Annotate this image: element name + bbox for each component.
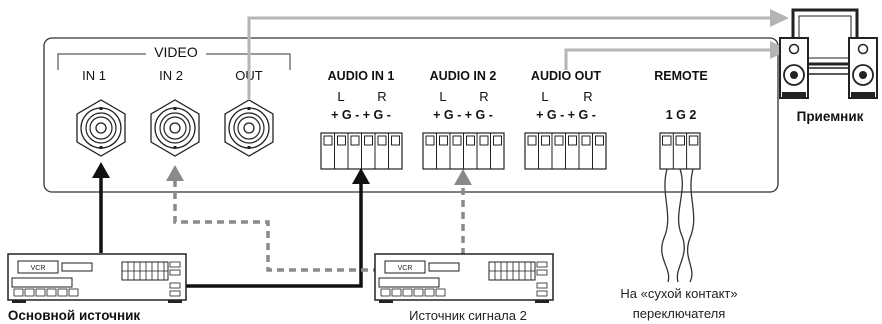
audio-in2-title: AUDIO IN 2 (430, 69, 497, 83)
audio-out-title: AUDIO OUT (531, 69, 602, 83)
audio-out-terminal[interactable] (524, 132, 607, 170)
remote-pins-label: 1 G 2 (666, 108, 697, 122)
audio-in1-title: AUDIO IN 1 (328, 69, 395, 83)
main-source-label: Основной источник (8, 308, 141, 323)
audio-in2-left-label: L (439, 89, 446, 104)
main-source-audio-cable (186, 168, 370, 288)
audio-in2-pins-label: + G - + G - (433, 108, 493, 122)
audio-in1-right-label: R (377, 89, 386, 104)
main-vcr-device: VCR (7, 253, 187, 303)
source2-vcr-device: VCR (374, 253, 554, 303)
audio-out-block: AUDIO OUT L R + G - + G - (524, 69, 607, 170)
audio-out-right-label: R (583, 89, 592, 104)
audio-in1-pins-label: + G - + G - (331, 108, 391, 122)
video-out-cable (247, 9, 789, 100)
remote-terminal[interactable] (659, 132, 701, 170)
video-group-label: VIDEO (154, 44, 198, 60)
receiver-label: Приемник (797, 109, 864, 124)
right-speaker-icon (848, 37, 878, 99)
bnc-in1-connector[interactable] (76, 99, 126, 157)
switch-caption-line1: На «сухой контакт» (620, 286, 737, 301)
main-vcr-badge: VCR (31, 265, 46, 272)
audio-out-left-label: L (541, 89, 548, 104)
remote-title: REMOTE (654, 69, 707, 83)
switch-caption-line2: переключателя (633, 306, 726, 321)
audio-in2-terminal[interactable] (422, 132, 505, 170)
receiver-device: Приемник (779, 8, 878, 124)
audio-in1-block: AUDIO IN 1 L R + G - + G - (320, 69, 403, 170)
source2-audio-cable (454, 169, 472, 255)
video-in1-label: IN 1 (82, 68, 106, 83)
audio-in1-terminal[interactable] (320, 132, 403, 170)
source2-label: Источник сигнала 2 (409, 308, 527, 323)
remote-wires (661, 168, 695, 283)
audio-in1-left-label: L (337, 89, 344, 104)
audio-in2-right-label: R (479, 89, 488, 104)
bnc-in2-connector[interactable] (150, 99, 200, 157)
video-in2-label: IN 2 (159, 68, 183, 83)
audio-in2-block: AUDIO IN 2 L R + G - + G - (422, 69, 505, 170)
source2-vcr-badge: VCR (398, 265, 413, 272)
remote-block: REMOTE 1 G 2 (654, 69, 708, 170)
main-source-video-cable (92, 162, 110, 253)
audio-out-pins-label: + G - + G - (536, 108, 596, 122)
source2-video-cable (166, 165, 375, 272)
left-speaker-icon (779, 37, 809, 99)
